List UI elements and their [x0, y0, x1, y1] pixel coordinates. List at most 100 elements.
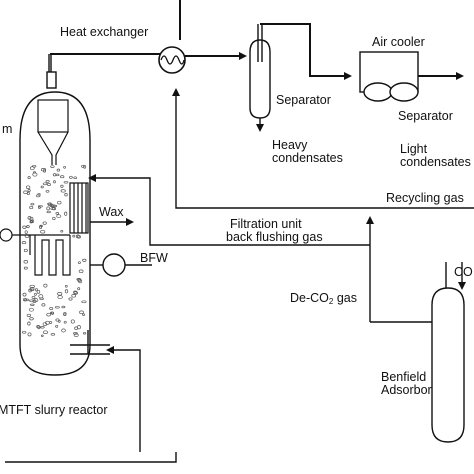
slurry-bubble — [40, 334, 44, 337]
slurry-bubble — [27, 321, 31, 326]
slurry-bubble — [60, 184, 64, 188]
separator-1-label: Separator — [276, 93, 331, 107]
slurry-bubble — [29, 166, 35, 171]
slurry-bubble — [55, 324, 59, 328]
slurry-bubble — [41, 303, 46, 307]
recycling-gas-line — [172, 88, 474, 209]
slurry-bubble — [64, 289, 69, 294]
slurry-bubble — [77, 261, 81, 264]
slurry-bubble — [34, 292, 37, 296]
wax-label: Wax — [99, 205, 124, 219]
slurry-bubble — [36, 325, 40, 329]
slurry-bubble — [64, 284, 68, 288]
deco2-gas-label: De-CO2 gas — [290, 291, 357, 306]
slurry-bubble — [56, 168, 61, 172]
slurry-bubble — [82, 313, 86, 316]
slurry-bubble — [40, 229, 46, 234]
slurry-bubble — [61, 305, 66, 309]
slurry-bubble — [75, 234, 80, 239]
heat-exchanger-label: Heat exchanger — [60, 25, 149, 39]
slurry-bubble — [69, 175, 73, 179]
slurry-bubble — [46, 210, 51, 214]
back-flushing-gas-line — [88, 174, 370, 246]
filtration-element — [69, 182, 89, 234]
slurry-bubble — [23, 297, 27, 302]
benfield-adsorber — [431, 262, 465, 443]
slurry-bubble — [26, 313, 32, 317]
slurry-bubble — [32, 299, 37, 303]
slurry-bubble — [27, 176, 31, 180]
slurry-bubble — [81, 300, 87, 304]
slurry-bubble — [60, 230, 64, 233]
slurry-bubble — [40, 185, 44, 189]
slurry-bubble — [28, 307, 34, 312]
slurry-bubble — [72, 234, 76, 238]
light-condensates-label-line2: condensates — [400, 155, 471, 169]
light-condensates-label-line1: Light — [400, 142, 428, 156]
edge-partial-label: m — [2, 122, 13, 136]
slurry-bubble — [63, 180, 69, 184]
slurry-bubble — [63, 320, 67, 324]
slurry-bubble — [37, 205, 41, 209]
slurry-bubble — [22, 225, 27, 229]
slurry-bubble — [78, 269, 84, 274]
recycling-gas-label: Recycling gas — [386, 191, 464, 205]
slurry-bubble — [77, 287, 81, 291]
benfield-label-line1: Benfield — [381, 370, 427, 384]
slurry-bubble — [24, 230, 28, 234]
slurry-bubble — [61, 328, 66, 333]
gas-distributor — [70, 330, 110, 355]
slurry-bubble — [50, 165, 55, 168]
slurry-bubble — [76, 278, 81, 281]
slurry-bubble — [81, 164, 85, 168]
slurry-bubble — [42, 221, 47, 225]
separator-vessel-1 — [249, 24, 271, 119]
slurry-bubble — [56, 214, 62, 219]
heavy-condensates-label-line2: condensates — [272, 151, 343, 165]
slurry-reactor — [19, 91, 91, 376]
slurry-bubble — [26, 191, 30, 196]
slurry-bubble — [53, 180, 56, 184]
slurry-bubble — [32, 172, 38, 177]
slurry-bubble — [43, 330, 48, 334]
slurry-bubble — [46, 312, 51, 317]
slurry-bubble — [70, 319, 75, 324]
slurry-bubble — [29, 216, 34, 221]
slurry-bubble — [23, 260, 29, 264]
slurry-bubble — [22, 330, 27, 334]
bfw-pump-icon — [102, 253, 126, 277]
slurry-bubble — [25, 185, 31, 189]
recycle-to-reactor-line — [106, 346, 141, 452]
slurry-bubble — [45, 180, 50, 183]
slurry-bubble — [24, 298, 30, 302]
slurry-bubble — [23, 266, 28, 270]
slurry-bubble — [50, 207, 56, 211]
slurry-bubble — [42, 182, 48, 186]
slurry-bubble — [30, 303, 35, 306]
separator-2-label: Separator — [398, 109, 453, 123]
slurry-bubble — [47, 182, 51, 187]
slurry-bubble — [52, 216, 56, 221]
slurry-bubble — [63, 165, 66, 169]
slurry-bubble — [49, 321, 53, 324]
reactor-feed-line — [5, 452, 177, 463]
slurry-bubble — [27, 216, 32, 220]
slurry-bubble — [30, 202, 35, 206]
slurry-bubble — [45, 189, 50, 193]
back-flushing-gas-label: back flushing gas — [226, 230, 323, 244]
slurry-bubble — [50, 333, 56, 336]
slurry-bubble — [63, 313, 67, 316]
slurry-bubble — [55, 212, 60, 215]
slurry-bubble — [40, 326, 45, 329]
heat-exchanger-coil — [160, 55, 185, 65]
slurry-bubble — [39, 224, 43, 228]
slurry-bubble — [68, 297, 73, 301]
slurry-bubble — [57, 319, 61, 323]
slurry-bubble — [60, 189, 66, 193]
reactor-top-outlet — [46, 54, 57, 89]
slurry-bubble — [73, 290, 78, 294]
slurry-bubble — [47, 202, 53, 206]
slurry-bubble — [46, 206, 50, 211]
slurry-bubble — [33, 171, 36, 174]
slurry-bubble — [21, 241, 27, 245]
